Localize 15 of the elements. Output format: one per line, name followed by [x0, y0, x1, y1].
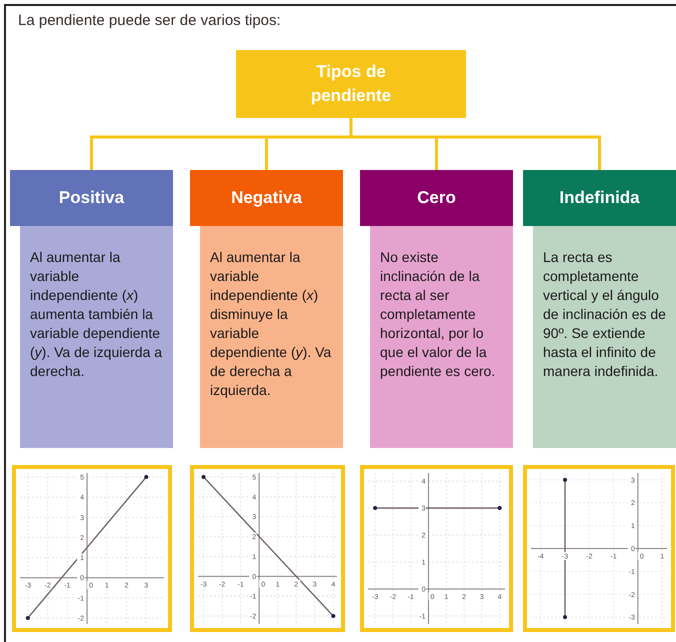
description-box: Al aumentar la variable independiente (x) disminuye la variable dependiente (y). Va de derecha a izquierda. [200, 226, 343, 448]
graph-frame [12, 465, 172, 632]
category-header: Negativa [190, 170, 343, 226]
category-header: Positiva [10, 170, 173, 226]
description-box: No existe inclinación de la recta al ser completamente horizontal, por lo que el valor de la pendiente es cero. [370, 226, 513, 448]
connector-line [350, 118, 601, 170]
description-box: La recta es completamente vertical y el ángulo de inclinación es de 90º. Se extiende hasta el infinito de manera indefinida. [533, 226, 676, 448]
title: La pendiente puede ser de varios tipos: [18, 11, 281, 31]
category-header: Indefinida [523, 170, 676, 226]
graph-frame [190, 465, 345, 632]
graph-frame [360, 465, 513, 632]
title-box: Tipos de pendiente [236, 50, 466, 118]
description-box: Al aumentar la variable independiente (x) aumenta también la variable dependiente (y). Va de izquierda a derecha. [20, 226, 173, 448]
graph-frame [523, 465, 675, 632]
category-header: Cero [360, 170, 513, 226]
